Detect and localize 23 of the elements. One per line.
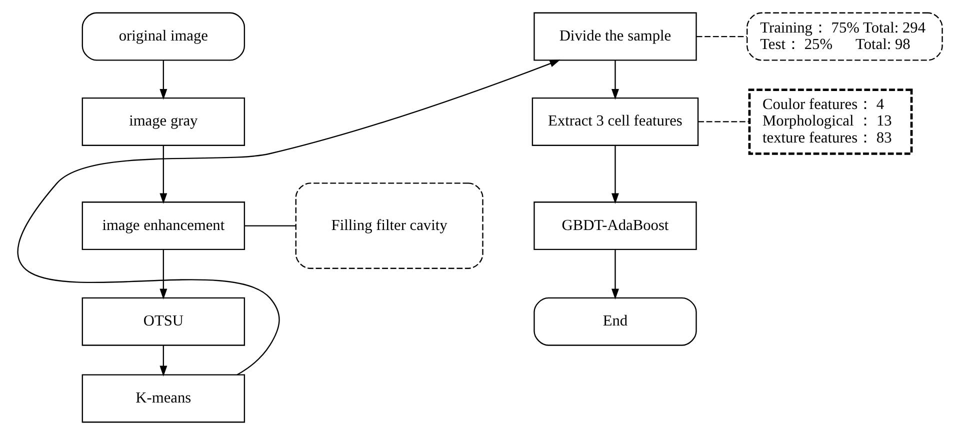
arrow [160,346,168,376]
node-box: K-means [82,374,246,423]
node-box: Extract 3 cell features [532,97,699,146]
connector [244,225,296,226]
arrow [160,60,168,100]
connector [698,121,750,122]
node-box: OTSU [82,297,246,346]
node-box: image gray [82,97,246,146]
arrow [160,145,168,204]
arrow [612,60,619,100]
connector [696,36,747,38]
node-box: GBDT-AdaBoost [534,202,697,250]
arrow [18,60,560,376]
node-box: End [534,297,697,346]
node-box: image enhancement [82,202,246,250]
node-box: Coulor features： 4 Morphological ： 13 texture features： 83 [748,88,913,155]
node-box: Divide the sample [534,12,697,61]
node-box: Training： 75% Total: 294 Test： 25% Total: 98 [746,12,943,61]
arrow [612,145,619,204]
node-box: Filling filter cavity [295,182,484,269]
arrow [160,250,168,300]
node-box: original image [82,12,246,61]
arrow [612,250,619,300]
